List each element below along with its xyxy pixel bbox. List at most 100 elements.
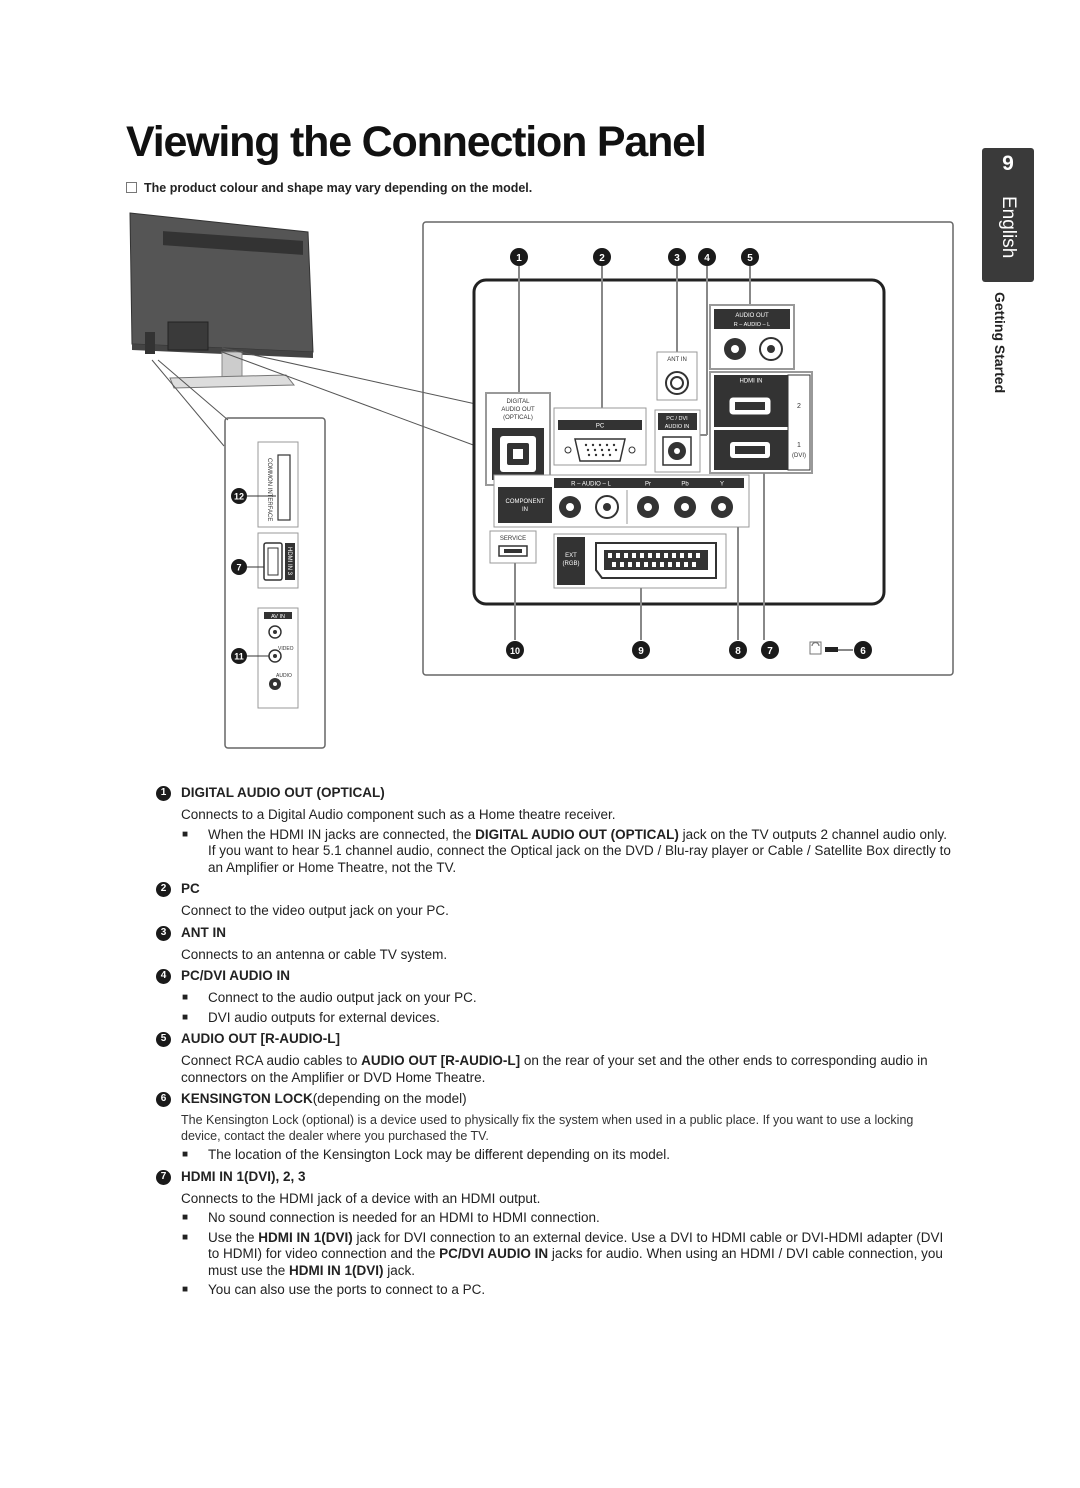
page-number: 9	[1002, 152, 1014, 175]
chapter-label: Getting Started	[992, 292, 1008, 394]
callout-8: 8	[729, 641, 747, 659]
section-number: 5	[156, 1032, 171, 1047]
model-note: The product colour and shape may vary de…	[126, 181, 532, 195]
bullet: No sound connection is needed for an HDM…	[181, 1210, 956, 1227]
section-digital-audio-out: 1 DIGITAL AUDIO OUT (OPTICAL) Connects to…	[156, 785, 956, 876]
connection-panel-diagram: COMMON INTERFACE HDMI IN 3 AV IN VIDEO A…	[129, 212, 954, 749]
svg-text:8: 8	[735, 646, 741, 657]
video-label: VIDEO	[278, 646, 294, 652]
common-interface-label: COMMON INTERFACE	[266, 458, 272, 521]
callout-7: 7	[761, 641, 779, 659]
svg-text:5: 5	[747, 253, 753, 264]
section-title: AUDIO OUT [R-AUDIO-L]	[181, 1031, 340, 1047]
section-number: 7	[156, 1169, 171, 1185]
section-audio-out: 5 AUDIO OUT [R-AUDIO-L] Connect RCA audio…	[156, 1031, 956, 1086]
side-callout-7: 7	[231, 559, 247, 575]
callout-3: 3	[668, 248, 686, 266]
pc-label: PC	[596, 424, 605, 430]
section-pc: 2 PC Connect to the video output jack on …	[156, 881, 956, 920]
section-title: KENSINGTON LOCK	[181, 1091, 313, 1107]
section-title: ANT IN	[181, 924, 226, 940]
tv-rear-illustration	[129, 212, 504, 457]
svg-text:7: 7	[767, 646, 773, 657]
callout-5: 5	[741, 248, 759, 266]
description-list: 1 DIGITAL AUDIO OUT (OPTICAL) Connects to…	[156, 785, 956, 1304]
section-hdmi-in: 7 HDMI IN 1(DVI), 2, 3 Connects to the HD…	[156, 1169, 956, 1299]
rear-panel: 1 2 3 4 5 AUDIO OUT R – AUDIO – L ANT IN…	[422, 221, 954, 676]
svg-text:9: 9	[638, 646, 644, 657]
bullet: You can also use the ports to connect to…	[181, 1282, 956, 1299]
kensington-lock-icon	[809, 641, 853, 655]
section-number: 4	[156, 969, 171, 984]
svg-text:10: 10	[510, 646, 520, 656]
note-square-icon	[126, 182, 137, 193]
section-title: DIGITAL AUDIO OUT (OPTICAL)	[181, 785, 385, 801]
section-body: Connect to the video output jack on your…	[181, 903, 449, 918]
section-number: 3	[156, 925, 171, 941]
section-body: Connect RCA audio cables to AUDIO OUT [R…	[181, 1053, 928, 1085]
component-audio-label: R – AUDIO – L	[571, 482, 611, 488]
section-title-suffix: (depending on the model)	[312, 1091, 467, 1107]
section-body: Connects to the HDMI jack of a device wi…	[181, 1190, 541, 1206]
service-label: SERVICE	[500, 536, 526, 542]
section-ant-in: 3 ANT IN Connects to an antenna or cable …	[156, 925, 956, 964]
side-callout-11: 11	[231, 648, 247, 664]
section-number: 2	[156, 882, 171, 897]
component-label-1: COMPONENT	[506, 499, 545, 505]
bullet: Connect to the audio output jack on your…	[181, 990, 956, 1007]
audio-label: AUDIO	[276, 673, 292, 679]
hdmi-in-3-label: HDMI IN 3	[286, 547, 292, 576]
section-body: The Kensington Lock (optional) is a devi…	[181, 1113, 914, 1143]
component-label-2: IN	[522, 507, 528, 513]
svg-text:6: 6	[860, 646, 866, 657]
bullet: The location of the Kensington Lock may …	[181, 1147, 956, 1164]
section-title: PC	[181, 881, 200, 897]
section-number: 6	[156, 1092, 171, 1107]
section-pc-dvi-audio-in: 4 PC/DVI AUDIO IN Connect to the audio ou…	[156, 968, 956, 1026]
svg-text:11: 11	[234, 652, 244, 662]
svg-text:12: 12	[234, 492, 244, 502]
digital-label-3: (OPTICAL)	[503, 415, 533, 421]
ext-label-1: EXT	[565, 553, 577, 559]
audio-out-rl-label: R – AUDIO – L	[734, 322, 770, 328]
hdmi-1-label: 1	[797, 442, 801, 449]
pc-dvi-label-1: PC / DVI	[666, 416, 688, 422]
bullet: DVI audio outputs for external devices.	[181, 1010, 956, 1027]
svg-text:4: 4	[704, 253, 710, 264]
callout-4: 4	[698, 248, 716, 266]
pc-dvi-label-2: AUDIO IN	[665, 424, 689, 430]
section-title: PC/DVI AUDIO IN	[181, 968, 291, 984]
hdmi-in-label: HDMI IN	[740, 379, 763, 385]
callout-9: 9	[632, 641, 650, 659]
callout-2: 2	[593, 248, 611, 266]
callout-1: 1	[510, 248, 528, 266]
pr-label: Pr	[645, 482, 651, 488]
hdmi-2-label: 2	[797, 403, 801, 410]
audio-out-label: AUDIO OUT	[735, 313, 769, 319]
section-title: HDMI IN 1(DVI), 2, 3	[181, 1168, 306, 1184]
dvi-label: (DVI)	[792, 453, 806, 459]
av-in-label: AV IN	[271, 614, 285, 620]
svg-text:3: 3	[674, 253, 680, 264]
section-body: Connects to a Digital Audio component su…	[181, 807, 616, 822]
digital-label-1: DIGITAL	[507, 399, 531, 405]
callout-6: 6	[854, 641, 872, 659]
ext-label-2: (RGB)	[563, 561, 580, 567]
language-label: English	[998, 196, 1019, 259]
section-kensington-lock: 6 KENSINGTON LOCK (depending on the model…	[156, 1091, 956, 1164]
side-tab	[982, 148, 1034, 282]
model-note-text: The product colour and shape may vary de…	[144, 181, 533, 195]
page-title: Viewing the Connection Panel	[126, 118, 707, 166]
ant-in-label: ANT IN	[667, 357, 687, 363]
pb-label: Pb	[681, 482, 689, 488]
callout-10: 10	[506, 641, 524, 659]
bullet: Use the HDMI IN 1(DVI) jack for DVI conn…	[181, 1230, 956, 1280]
y-label: Y	[720, 482, 724, 488]
side-panel: COMMON INTERFACE HDMI IN 3 AV IN VIDEO A…	[224, 417, 326, 749]
digital-label-2: AUDIO OUT	[501, 407, 535, 413]
section-body: Connects to an antenna or cable TV syste…	[181, 946, 448, 962]
side-callout-12: 12	[231, 488, 247, 504]
bullet: When the HDMI IN jacks are connected, th…	[181, 827, 956, 877]
svg-text:7: 7	[236, 563, 241, 573]
section-number: 1	[156, 786, 171, 801]
